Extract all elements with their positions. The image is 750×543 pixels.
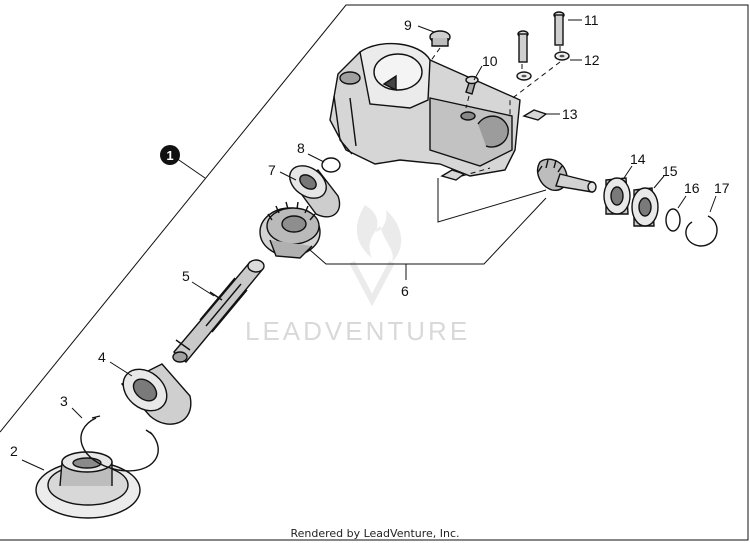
part-shaft[interactable] (172, 259, 265, 363)
part-bearing-small[interactable] (284, 159, 341, 218)
part-bearing-14[interactable] (603, 177, 631, 215)
callout-13: 13 (562, 106, 578, 122)
callout-9: 9 (404, 17, 412, 33)
watermark-text: LEADVENTURE (245, 316, 470, 346)
callout-4: 4 (98, 349, 106, 365)
assembly-outline (0, 4, 749, 541)
leader-lines (21, 19, 717, 471)
watermark-logo (349, 205, 402, 307)
part-washer-16[interactable] (665, 208, 681, 232)
callout-14: 14 (630, 151, 646, 167)
callout-7: 7 (268, 162, 276, 178)
part-screw-11[interactable] (517, 11, 565, 74)
callout-11: 11 (584, 12, 599, 28)
part-snap-ring-small[interactable] (685, 215, 718, 247)
assembly-callout[interactable]: 1 (160, 145, 180, 165)
part-clamp-nut-13[interactable] (440, 109, 548, 181)
part-bearing-large[interactable] (115, 361, 192, 425)
callout-6: 6 (401, 283, 409, 299)
callout-10: 10 (482, 53, 498, 69)
part-snap-ring-large[interactable] (80, 415, 159, 472)
callout-8: 8 (297, 140, 305, 156)
credit-text: Rendered by LeadVenture, Inc. (290, 527, 459, 540)
part-pinion-gear[interactable] (536, 158, 597, 193)
svg-text:1: 1 (166, 148, 173, 163)
part-bevel-gear[interactable] (259, 201, 321, 259)
callout-16: 16 (684, 180, 700, 196)
callout-12: 12 (584, 52, 600, 68)
part-washer-8[interactable] (321, 157, 341, 173)
part-screw-9[interactable] (429, 30, 451, 63)
part-screw-10[interactable] (465, 75, 479, 109)
callout-2: 2 (10, 443, 18, 459)
callout-15: 15 (662, 163, 678, 179)
part-washer-12[interactable] (509, 51, 570, 116)
part-bearing-15[interactable] (631, 187, 659, 227)
callout-3: 3 (60, 393, 68, 409)
callout-5: 5 (182, 268, 190, 284)
callout-17: 17 (714, 180, 730, 196)
part-cap[interactable] (35, 451, 141, 519)
